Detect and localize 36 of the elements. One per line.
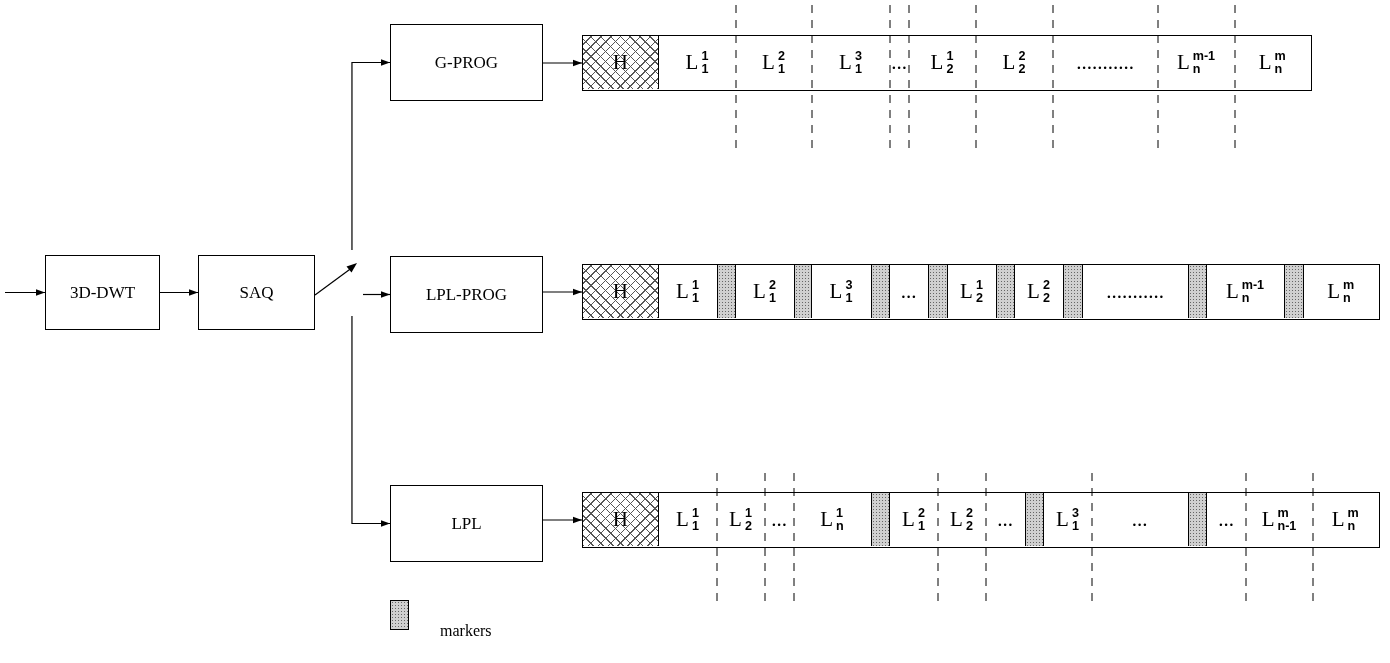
process-box: 3D-DWT — [45, 255, 160, 330]
layer-cell: ... — [1206, 493, 1246, 546]
marker-cell — [995, 265, 1015, 318]
arrow — [362, 291, 391, 298]
marker-cell — [870, 265, 890, 318]
layer-cell: ... — [889, 265, 928, 318]
bitstream-bar — [582, 492, 1380, 548]
arrow — [542, 288, 583, 296]
process-box: SAQ — [198, 255, 315, 330]
layer-cell: ... — [889, 36, 909, 89]
legend-label: markers — [440, 622, 492, 640]
arrow — [542, 59, 583, 67]
process-box: LPL-PROG — [390, 256, 543, 333]
marker-cell — [1062, 265, 1083, 318]
layer-cell: ... — [985, 493, 1025, 546]
marker-cell — [1024, 493, 1044, 546]
marker-cell — [1187, 493, 1207, 546]
bitstream-bar — [582, 264, 1380, 320]
marker-cell — [870, 493, 890, 546]
arrow — [542, 516, 583, 524]
arrow — [159, 289, 199, 296]
layer-cell: ... — [764, 493, 794, 546]
marker-cell — [927, 265, 948, 318]
marker-cell — [1283, 265, 1304, 318]
arrow — [351, 315, 391, 527]
layer-cell: ... — [1091, 493, 1188, 546]
marker-cell — [793, 265, 812, 318]
process-box: LPL — [390, 485, 543, 562]
layer-cell: ........... — [1052, 36, 1158, 89]
bitstream-bar — [582, 35, 1312, 91]
process-box: G-PROG — [390, 24, 543, 101]
arrow — [351, 59, 391, 251]
layer-cell: ........... — [1082, 265, 1188, 318]
marker-cell — [716, 265, 736, 318]
marker-cell — [1187, 265, 1207, 318]
arrow — [4, 289, 46, 296]
